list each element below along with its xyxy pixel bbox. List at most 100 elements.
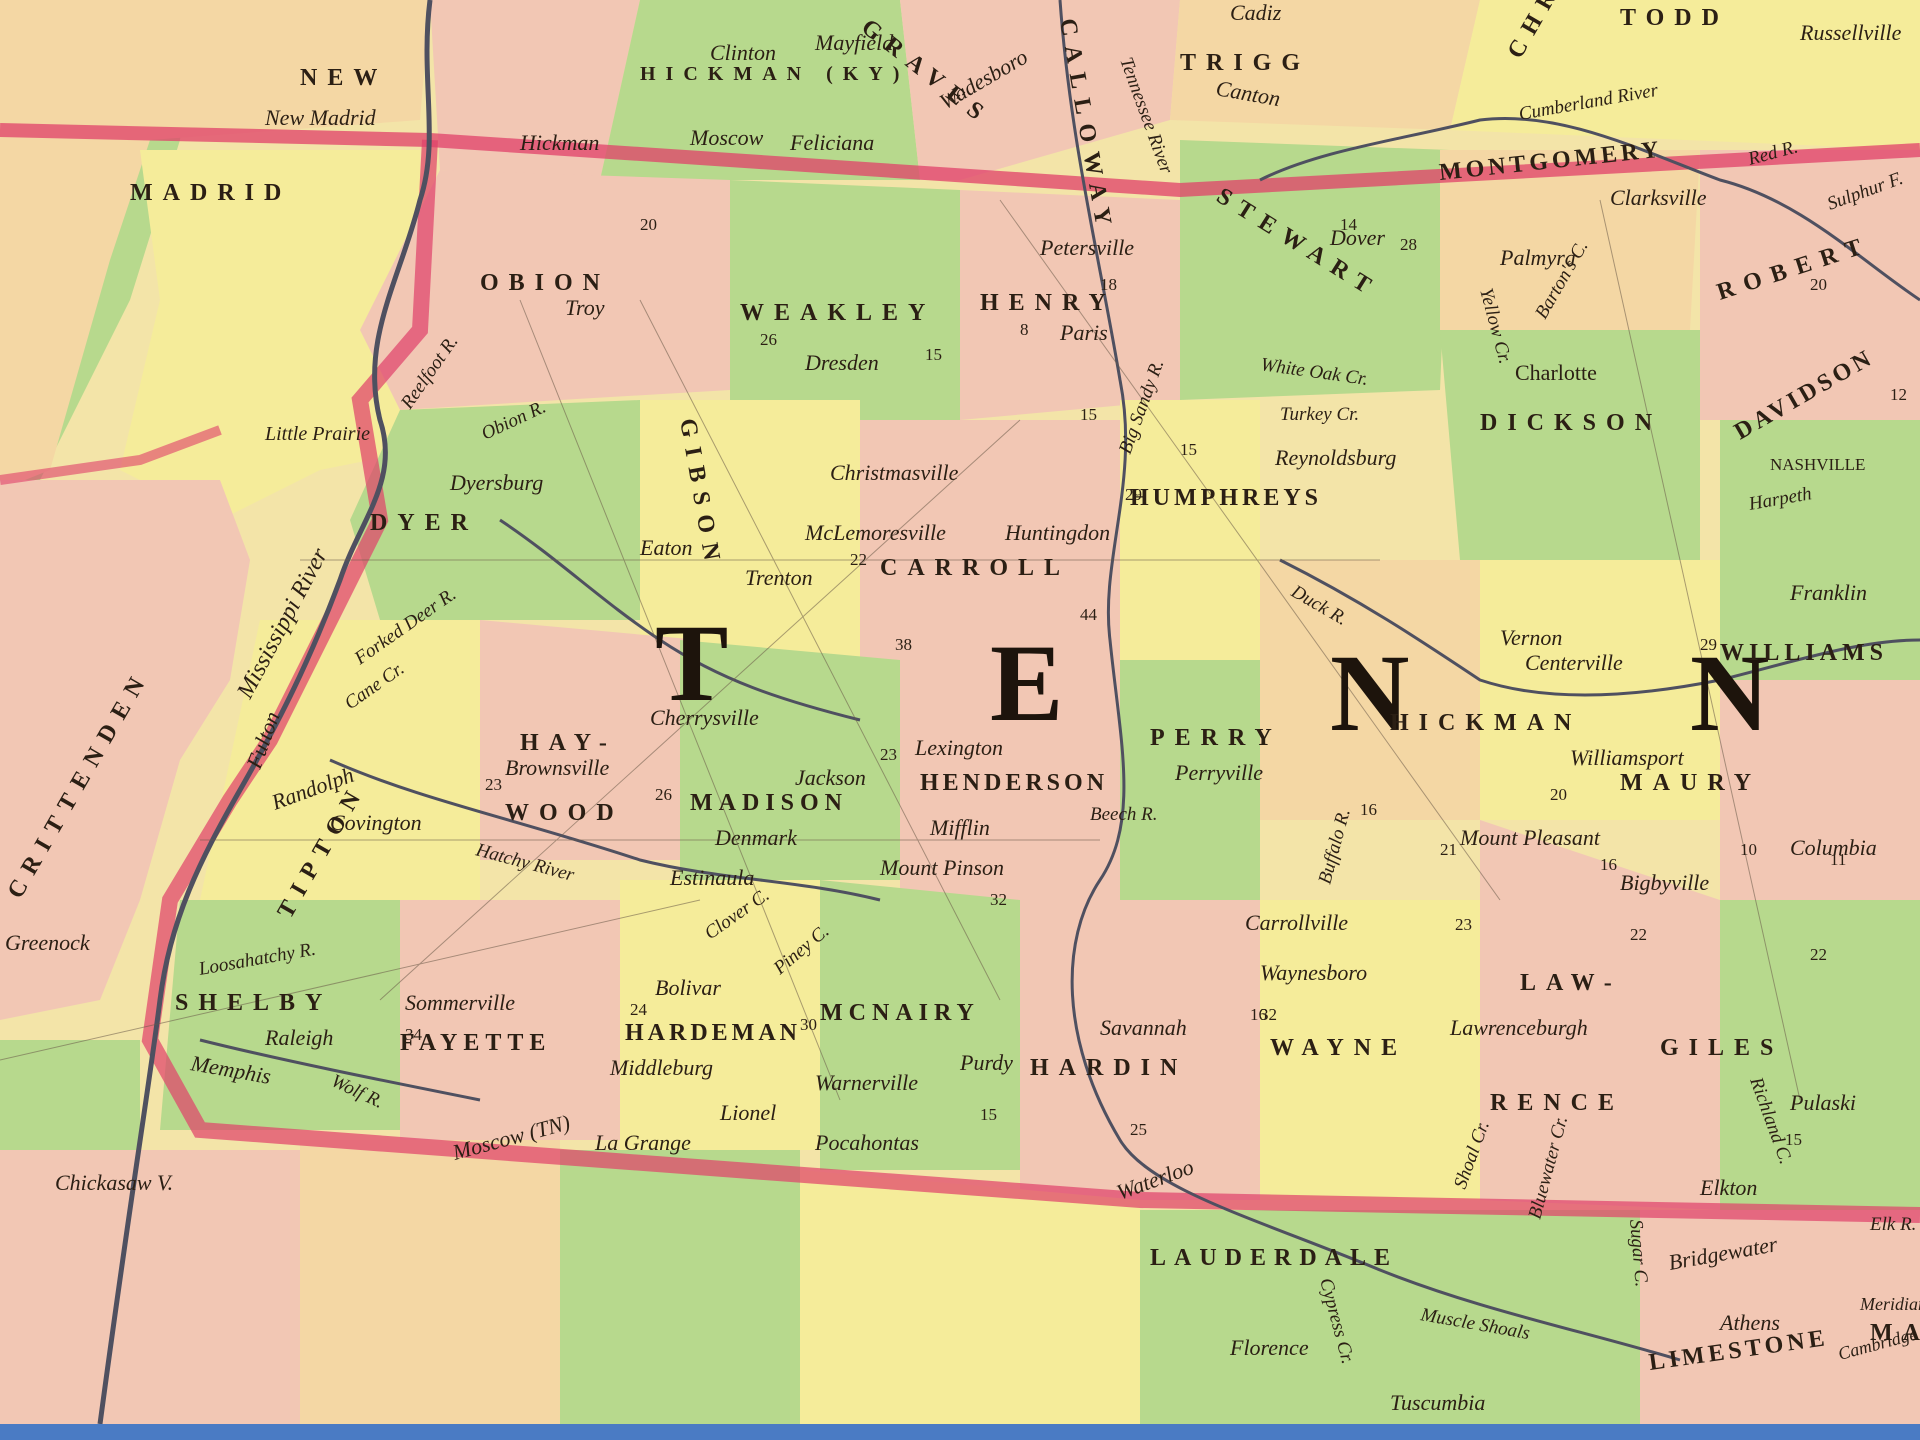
distance-number: 20 (1550, 785, 1567, 804)
town-florence: Florence (1229, 1335, 1309, 1360)
town-athens: Athens (1718, 1310, 1780, 1335)
distance-number: 22 (1630, 925, 1647, 944)
town-greenock: Greenock (5, 930, 91, 955)
distance-number: 32 (990, 890, 1007, 909)
town-mclemoresville: McLemoresville (804, 520, 946, 545)
town-charlotte: Charlotte (1515, 360, 1597, 385)
town-little-prairie: Little Prairie (264, 423, 370, 445)
town-dover: Dover (1329, 225, 1385, 250)
distance-number: 25 (1130, 1120, 1147, 1139)
county-henderson: HENDERSON (920, 770, 1108, 796)
distance-number: 16 (1360, 800, 1377, 819)
distance-number: 15 (1785, 1130, 1802, 1149)
town-jackson: Jackson (795, 765, 866, 790)
distance-number: 34 (405, 1025, 423, 1044)
town-brownsville: Brownsville (505, 755, 610, 780)
distance-number: 14 (1340, 215, 1358, 234)
county-wayne: WAYNE (1270, 1035, 1407, 1061)
rivers (97, 0, 1920, 1424)
distance-number: 30 (800, 1015, 817, 1034)
distance-number: 23 (880, 745, 897, 764)
county-haywood-2: WOOD (505, 800, 624, 826)
distance-number: 20 (1810, 275, 1827, 294)
town-palmyra: Palmyra (1499, 245, 1576, 270)
town-denmark: Denmark (714, 825, 798, 850)
county-carroll: CARROLL (880, 555, 1070, 581)
distance-number: 21 (1440, 840, 1457, 859)
town-middleburg: Middleburg (609, 1055, 713, 1080)
distance-number: 12 (1890, 385, 1907, 404)
town-mount-pinson: Mount Pinson (879, 855, 1004, 880)
distance-number: 38 (895, 635, 912, 654)
distance-numbers: 2026158181528141529223844232326162021163… (405, 215, 1907, 1149)
distance-number: 20 (640, 215, 657, 234)
town-feliciana: Feliciana (789, 130, 874, 155)
town-bigbyville: Bigbyville (1620, 870, 1709, 895)
town-pocahontas: Pocahontas (814, 1130, 919, 1155)
county-mcnairy: MCNAIRY (820, 1000, 980, 1026)
county-lawrence-2: RENCE (1490, 1090, 1624, 1116)
distance-number: 11 (1830, 850, 1846, 869)
label-turkey-cr: Turkey Cr. (1280, 404, 1359, 425)
town-lionel: Lionel (719, 1100, 776, 1125)
town-dresden: Dresden (804, 350, 879, 375)
town-new-madrid: New Madrid (264, 105, 377, 130)
county-obion: OBION (480, 270, 610, 296)
county-maury: MAURY (1620, 770, 1761, 796)
town-perryville: Perryville (1174, 760, 1263, 785)
town-elkton: Elkton (1699, 1175, 1757, 1200)
county-weakley: WEAKLEY (740, 300, 935, 326)
town-meridian: Meridian (1859, 1294, 1920, 1314)
state-letter-3: N (1330, 632, 1409, 754)
county-hardeman: HARDEMAN (625, 1020, 801, 1046)
town-nashville: NASHVILLE (1770, 455, 1865, 474)
county-madison: MADISON (690, 790, 848, 816)
county-giles: GILES (1660, 1035, 1783, 1061)
distance-number: 24 (630, 1000, 648, 1019)
distance-number: 15 (1180, 440, 1197, 459)
town-cadiz: Cadiz (1230, 0, 1282, 25)
town-savannah: Savannah (1100, 1015, 1187, 1040)
town-clarksville: Clarksville (1610, 185, 1707, 210)
town-waynesboro: Waynesboro (1260, 960, 1367, 985)
town-troy: Troy (565, 295, 605, 320)
town-huntingdon: Huntingdon (1004, 520, 1110, 545)
distance-number: 16 (1250, 1005, 1267, 1024)
town-christmasville: Christmasville (830, 460, 959, 485)
town-williamsport: Williamsport (1570, 745, 1685, 770)
distance-number: 29 (1125, 485, 1142, 504)
town-dyersburg: Dyersburg (449, 470, 543, 495)
county-todd: TODD (1620, 5, 1729, 31)
distance-number: 26 (655, 785, 672, 804)
town-mount-pleasant: Mount Pleasant (1459, 825, 1601, 850)
distance-number: 22 (1810, 945, 1827, 964)
town-centerville: Centerville (1525, 650, 1623, 675)
label-elk-r: Elk R. (1869, 1214, 1916, 1235)
distance-number: 29 (1700, 635, 1717, 654)
county-henry: HENRY (980, 290, 1116, 316)
town-bolivar: Bolivar (655, 975, 721, 1000)
county-haywood-1: HAY- (520, 730, 617, 756)
town-tuscumbia: Tuscumbia (1390, 1390, 1485, 1415)
town-pulaski: Pulaski (1789, 1090, 1856, 1115)
town-hickman: Hickman (519, 130, 599, 155)
county-humphreys: HUMPHREYS (1130, 485, 1322, 511)
county-lawrence-1: LAW- (1520, 970, 1622, 996)
county-lauderdale: LAUDERDALE (1150, 1245, 1398, 1271)
town-vernon: Vernon (1500, 625, 1562, 650)
town-estinaula: Estinaula (669, 865, 754, 890)
town-russellville: Russellville (1799, 20, 1902, 45)
town-paris: Paris (1059, 320, 1108, 345)
town-cherrysville: Cherrysville (650, 705, 759, 730)
county-shelby: SHELBY (175, 990, 332, 1016)
distance-number: 15 (1080, 405, 1097, 424)
label-beech-r: Beech R. (1090, 804, 1158, 825)
state-letter-2: E (990, 622, 1063, 744)
distance-number: 26 (760, 330, 777, 349)
town-covington: Covington (330, 810, 422, 835)
county-williamson: WILLIAMS (1720, 640, 1888, 666)
distance-number: 32 (1260, 1005, 1277, 1024)
roads (0, 199, 1801, 1101)
